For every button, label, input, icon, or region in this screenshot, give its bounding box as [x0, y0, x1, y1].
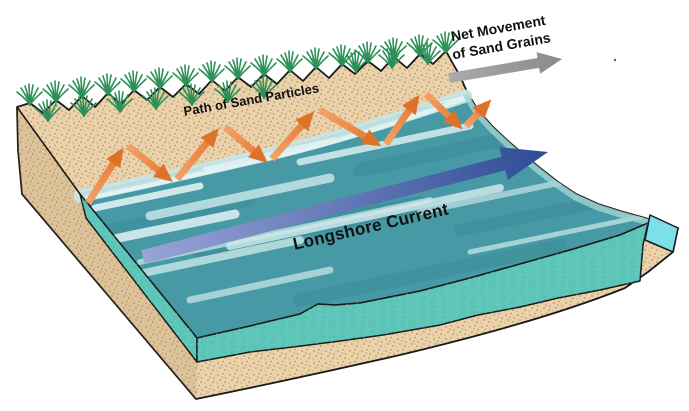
longshore-current-arrow-icon: [141, 147, 548, 264]
water-corner-face: [644, 214, 679, 253]
grass-tuft: [250, 54, 277, 77]
wave-streak: [145, 173, 335, 221]
sand-bounce-arrow-icon: [125, 143, 173, 182]
sand-bounce-arrow-icon: [269, 111, 315, 162]
wave-streak: [186, 266, 334, 304]
net-movement-arrow-icon: [448, 52, 562, 83]
wave-streak: [91, 182, 204, 212]
wave-streak: [293, 239, 567, 307]
wave-streak: [296, 122, 474, 166]
sand-bounce-arrow-icon: [222, 124, 268, 164]
grass-tuft: [328, 44, 355, 67]
shoreline-margin: [463, 94, 650, 225]
wave-streak: [104, 194, 256, 236]
grass-tuft: [68, 76, 95, 99]
wave-streak: [467, 213, 648, 255]
wave-streak: [116, 236, 304, 282]
sand-bounce-arrow-icon: [383, 94, 420, 146]
net-movement-label: Net Movement of Sand Grains: [450, 12, 552, 62]
sand-bounce-arrow-icon: [85, 147, 124, 205]
grass-tuft: [42, 80, 69, 103]
speck-dot: [613, 58, 617, 62]
grass-tuft: [172, 64, 199, 87]
grass-tuft: [146, 67, 173, 90]
grass-tuft: [224, 57, 251, 80]
dune-ridge-line: [16, 106, 81, 195]
grass-tuft: [302, 47, 329, 70]
wave-streak: [353, 129, 527, 177]
sand-left-face-shade: [17, 107, 197, 399]
grass-tuft: [94, 73, 121, 96]
sand-bounce-arrow-icon: [423, 91, 463, 130]
sand-bounce-arrow-icon: [318, 106, 382, 147]
wave-streak: [202, 137, 338, 171]
water-front-face: [196, 222, 649, 363]
wave-streak: [226, 184, 504, 250]
grass-tuft: [276, 50, 303, 73]
sand-bounce-arrow-icon: [463, 99, 492, 129]
sand-bounce-arrow-icon: [174, 128, 220, 182]
sand-particle-path-arrows: [85, 91, 492, 205]
grass-tuft: [198, 60, 225, 83]
grass-tuft: [120, 70, 147, 93]
grass-tuft: [16, 83, 43, 106]
